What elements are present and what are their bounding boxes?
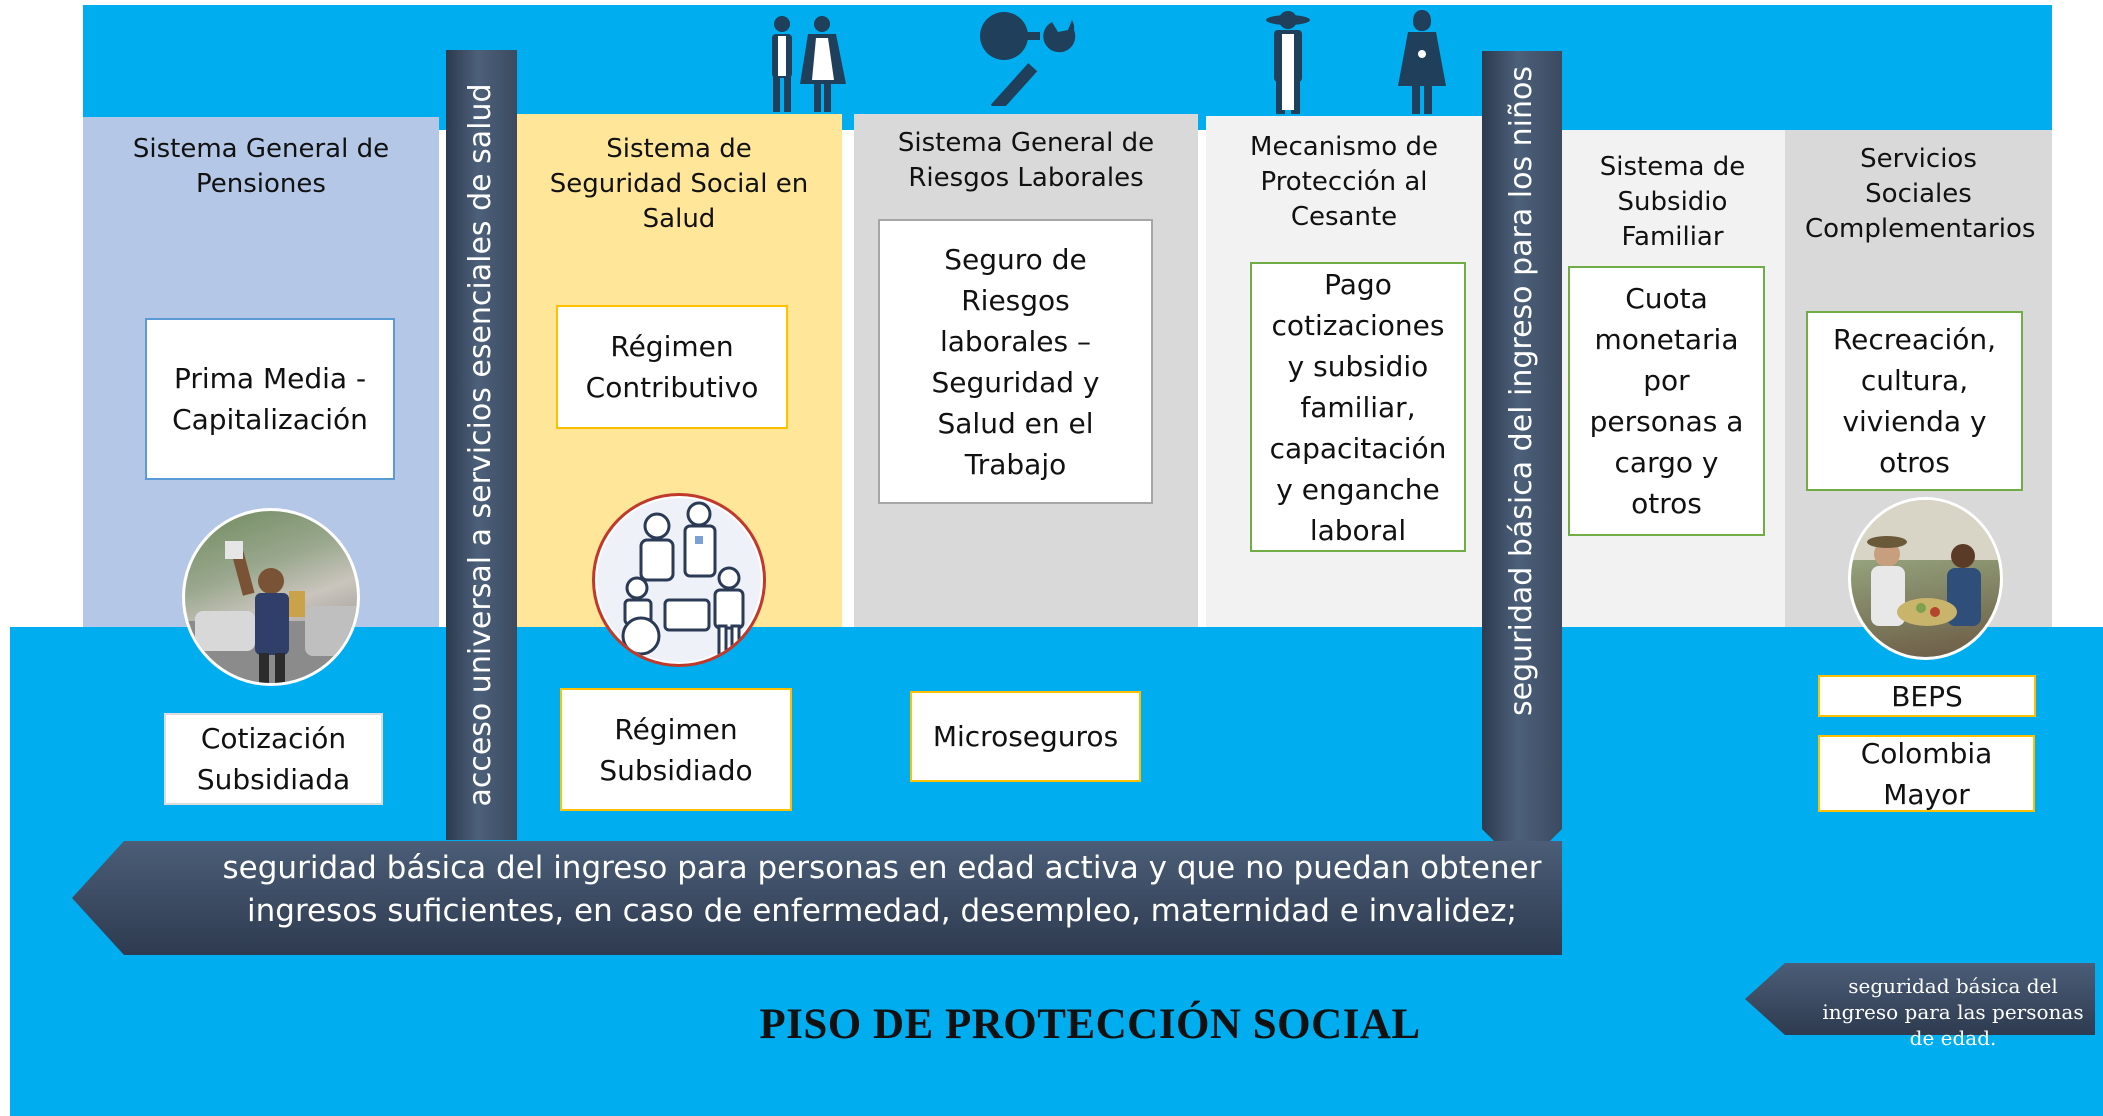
box-riesgos-laborales: Seguro de Riesgos laborales – Seguridad … — [878, 219, 1153, 504]
pillar-health-access-text: acceso universal a servicios esenciales … — [463, 83, 498, 807]
box-cuota-monetaria: Cuota monetaria por personas a cargo y o… — [1568, 266, 1765, 536]
pillar-children-income — [1482, 51, 1562, 869]
arrow-elderly-text: seguridad básica del ingreso para las pe… — [1822, 974, 2084, 1050]
box-beps: BEPS — [1818, 675, 2036, 717]
box-regimen-contributivo: Régimen Contributivo — [556, 305, 788, 429]
photo-street-vendor — [182, 508, 360, 686]
top-band-background — [83, 5, 2052, 130]
column-title: Mecanismo de Protección al Cesante — [1250, 132, 1438, 232]
column-title: Sistema de Subsidio Familiar — [1599, 152, 1746, 252]
arrow-elderly-income: seguridad básica del ingreso para las pe… — [1745, 963, 2095, 1050]
box-prima-media: Prima Media - Capitalización — [145, 318, 395, 480]
box-cotizacion-subsidiada: Cotización Subsidiada — [164, 713, 383, 805]
photo-health-illustration — [592, 493, 766, 667]
farmer-couple-icon — [1266, 10, 1446, 114]
photo-elderly-group — [1848, 497, 2003, 660]
couple-icon — [772, 16, 846, 112]
box-recreacion: Recreación, cultura, vivienda y otros — [1806, 311, 2023, 491]
floor-title: PISO DE PROTECCIÓN SOCIAL — [759, 1001, 1421, 1048]
pillar-children-income-text: seguridad básica del ingreso para los ni… — [1504, 66, 1539, 716]
column-title: Sistema General de Riesgos Laborales — [897, 128, 1155, 193]
box-cesante: Pago cotizaciones y subsidio familiar, c… — [1250, 262, 1466, 552]
column-title: Sistema de Seguridad Social en Salud — [549, 134, 809, 234]
arrow-active-age-text: seguridad básica del ingreso para person… — [222, 850, 1542, 929]
column-title: Sistema General de Pensiones — [132, 134, 390, 199]
tool-icon — [980, 12, 1076, 106]
pillar-health-access: acceso universal a servicios esenciales … — [446, 50, 517, 840]
box-microseguros: Microseguros — [910, 691, 1141, 782]
arrow-active-age-income: seguridad básica del ingreso para person… — [72, 841, 1562, 955]
box-colombia-mayor: Colombia Mayor — [1818, 735, 2035, 812]
column-title: Servicios Sociales Complementarios — [1805, 144, 2036, 244]
box-regimen-subsidiado: Régimen Subsidiado — [560, 688, 792, 811]
